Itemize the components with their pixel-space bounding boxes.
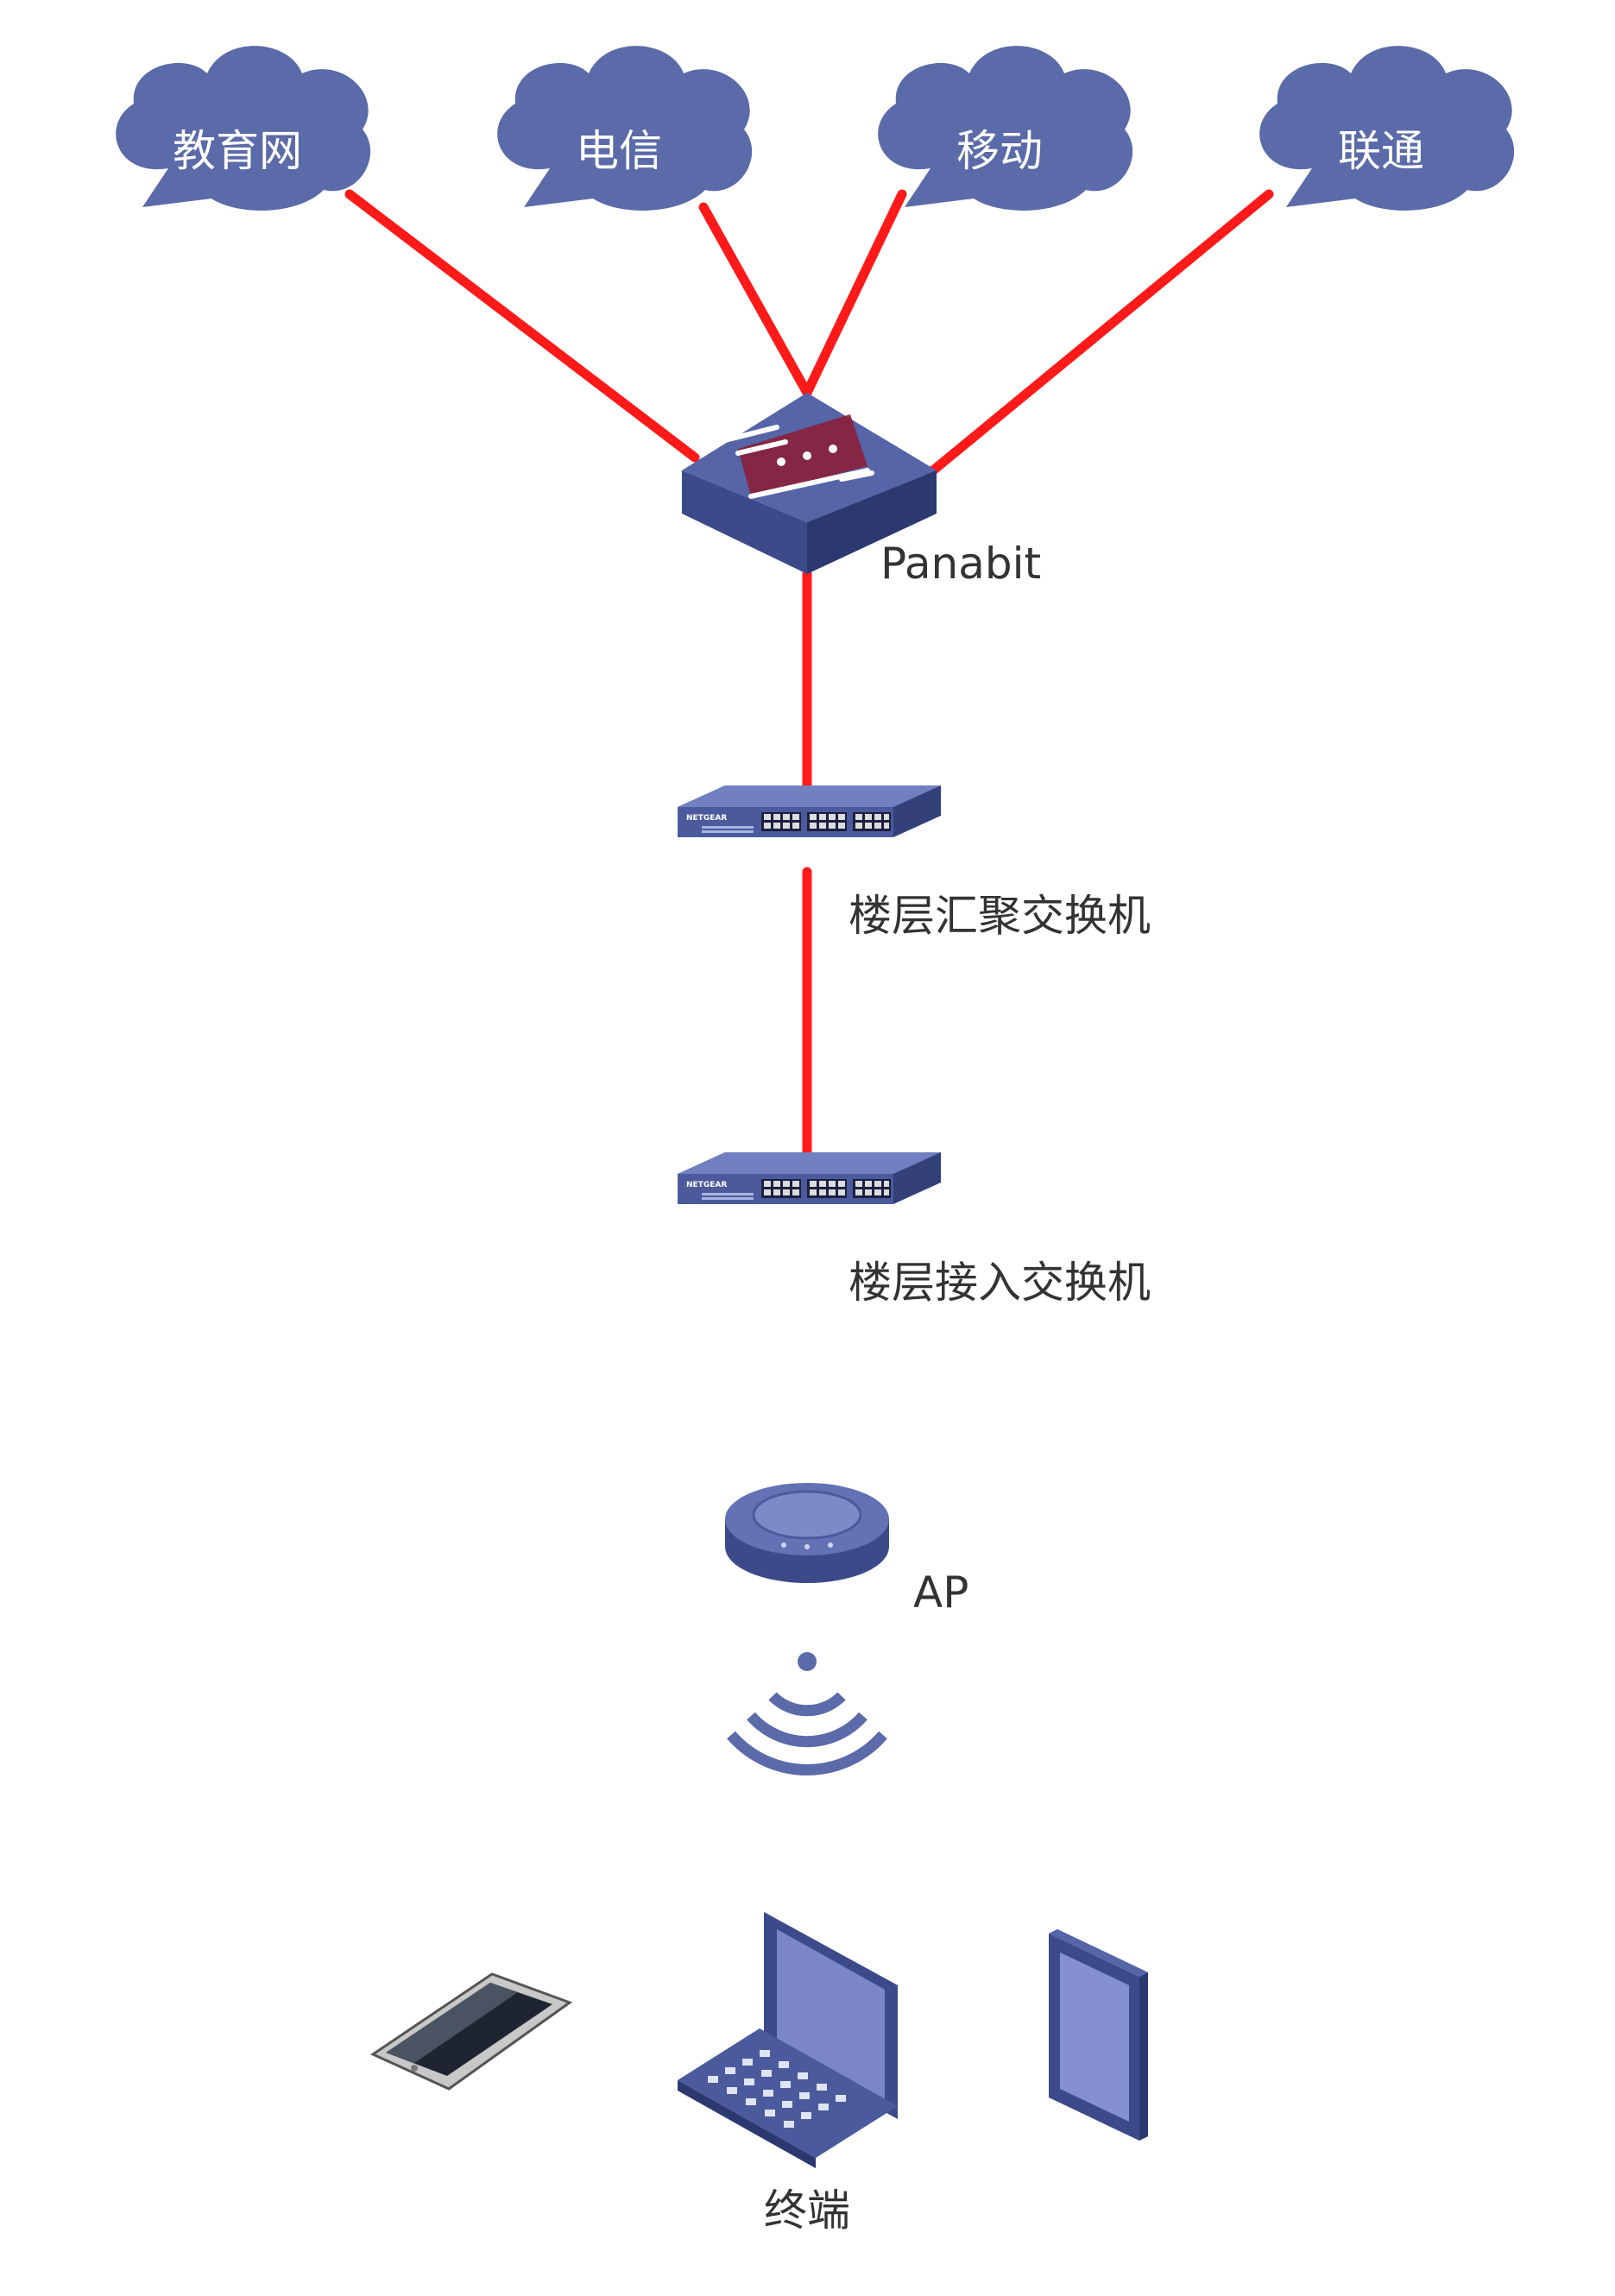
isp-label: 教育网 — [173, 126, 302, 176]
isp-label: 移动 — [956, 126, 1043, 176]
firewall-icon — [682, 393, 937, 574]
smartphone-icon — [369, 1972, 573, 2091]
panabit-label: Panabit — [880, 539, 1041, 589]
aggregation-switch: 楼层汇聚交换机 — [678, 785, 1151, 941]
isp-cloud-mobile: 移动 — [878, 46, 1133, 211]
tablet-icon — [1049, 1929, 1148, 2141]
isp-cloud-edu: 教育网 — [116, 46, 371, 211]
access-point-icon — [725, 1483, 889, 1583]
isp-cloud-telecom: 电信 — [497, 46, 753, 211]
link-edu-panabit — [344, 189, 700, 463]
link-mobile-panabit — [802, 189, 907, 398]
wifi-signal-icon — [727, 1652, 887, 1776]
link-unicom-panabit — [923, 189, 1274, 480]
laptop-icon — [678, 1912, 898, 2168]
access-point: AP — [725, 1483, 968, 1618]
switch-icon — [678, 1152, 941, 1204]
access-switch: 楼层接入交换机 — [678, 1152, 1151, 1308]
panabit-device: Panabit — [682, 393, 1041, 589]
isp-cloud-unicom: 联通 — [1259, 46, 1515, 211]
network-links — [344, 189, 1274, 1157]
switch-icon — [678, 785, 941, 837]
terminals-label: 终端 — [764, 2186, 850, 2236]
isp-label: 电信 — [576, 126, 662, 176]
terminals: 终端 — [369, 1912, 1148, 2236]
link-telecom-panabit — [698, 202, 812, 398]
aggregation-switch-label: 楼层汇聚交换机 — [849, 891, 1151, 941]
ap-label: AP — [913, 1567, 968, 1618]
access-switch-label: 楼层接入交换机 — [849, 1258, 1151, 1308]
isp-label: 联通 — [1338, 126, 1424, 176]
